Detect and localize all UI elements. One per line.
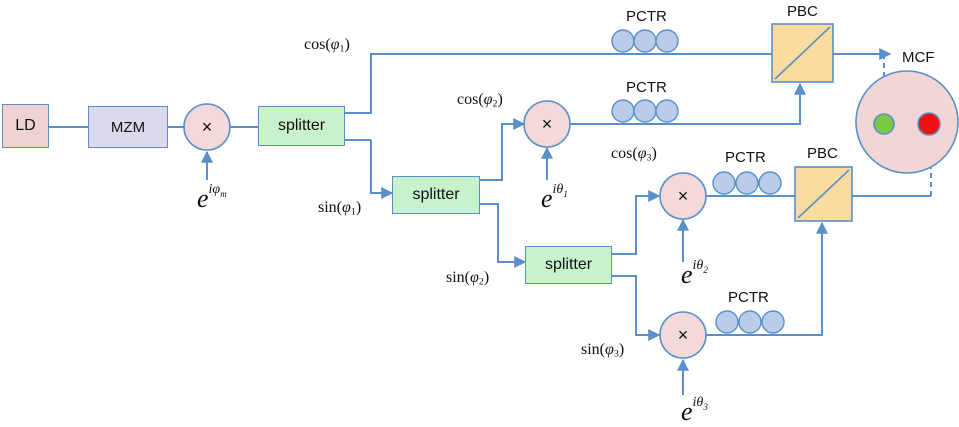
- fn-text: sin(: [581, 341, 605, 358]
- sub-text: 3: [613, 348, 619, 360]
- label-exp-theta3: eiθ3: [681, 396, 708, 426]
- mzm-block: MZM: [88, 106, 168, 148]
- sub-text: 1: [339, 43, 345, 55]
- fn-text: cos(: [304, 36, 331, 53]
- multiplier-symbol: ×: [677, 185, 689, 206]
- exp-power: iφ: [208, 182, 221, 197]
- wire-sin-phi3: [612, 275, 661, 341]
- label-exp-theta1: eiθ1: [541, 183, 568, 213]
- exp-base: e: [541, 184, 553, 213]
- multiplier-symbol: ×: [201, 116, 213, 137]
- exp-base: e: [681, 260, 693, 289]
- var-text: φ: [605, 341, 614, 358]
- label-cos-phi1: cos(φ1): [304, 37, 350, 54]
- var-text: φ: [470, 269, 479, 286]
- exp-base: e: [197, 184, 209, 213]
- multiplier-4: [659, 311, 707, 359]
- mcf-core-green: [873, 113, 895, 135]
- pctr-label: PCTR: [626, 79, 667, 96]
- label-sin-phi1: sin(φ1): [318, 200, 361, 217]
- close-paren: ): [618, 341, 625, 358]
- exp-sub: m: [220, 188, 227, 199]
- splitter-label: splitter: [412, 186, 460, 203]
- pctr-label: PCTR: [626, 8, 667, 25]
- close-paren: ): [483, 269, 490, 286]
- ld-block: LD: [2, 104, 49, 148]
- fn-text: sin(: [446, 269, 470, 286]
- pbc-cube-2: [794, 166, 853, 222]
- multiplier-1: [183, 103, 231, 151]
- mcf-core-red: [917, 112, 941, 136]
- label-cos-phi2: cos(φ2): [457, 92, 503, 109]
- fn-text: sin(: [318, 199, 342, 216]
- pbc-label: PBC: [807, 145, 838, 162]
- close-paren: ): [497, 91, 503, 108]
- splitter-label: splitter: [544, 256, 593, 273]
- pbc-label: PBC: [787, 3, 818, 20]
- multiplier-3: [659, 172, 707, 220]
- sub-text: 2: [478, 276, 484, 288]
- mcf-fiber: [855, 70, 959, 174]
- ld-label: LD: [15, 117, 36, 134]
- pctr-coils-2: [611, 99, 679, 123]
- exp-sub: 1: [563, 188, 568, 199]
- sub-text: 1: [350, 206, 356, 218]
- fn-text: cos(: [457, 91, 484, 108]
- close-paren: ): [344, 36, 350, 53]
- fn-text: cos(: [611, 145, 638, 162]
- wire-cos-phi2: [480, 118, 526, 181]
- exp-power: iθ: [692, 395, 704, 410]
- label-cos-phi3: cos(φ3): [611, 146, 657, 163]
- label-exp-theta2: eiθ2: [681, 259, 708, 289]
- splitter-block-2: splitter: [392, 176, 480, 214]
- var-text: φ: [330, 36, 340, 53]
- wire-sin-phi1: [370, 140, 394, 199]
- wire-mult4-pbc2: [706, 221, 828, 336]
- splitter-block-1: splitter: [258, 106, 345, 146]
- wire-cos-phi1: [345, 53, 395, 114]
- pctr-coils-1: [611, 29, 679, 53]
- label-sin-phi3: sin(φ3): [581, 342, 624, 359]
- exp-power: iθ: [692, 258, 704, 273]
- pctr-label: PCTR: [725, 149, 766, 166]
- wire-cos-phi3: [612, 190, 661, 255]
- multiplier-symbol: ×: [677, 324, 689, 345]
- label-sin-phi2: sin(φ2): [446, 270, 489, 287]
- exp-sub: 2: [703, 264, 708, 275]
- sub-text: 2: [492, 98, 498, 110]
- wire-mult2-pbc1: [570, 82, 806, 125]
- close-paren: ): [355, 199, 362, 216]
- var-text: φ: [483, 91, 493, 108]
- multiplier-symbol: ×: [541, 113, 553, 134]
- multiplier-2: [523, 100, 571, 148]
- close-paren: ): [651, 145, 657, 162]
- mzm-label: MZM: [110, 118, 146, 136]
- pctr-coils-4: [715, 310, 785, 334]
- pctr-coils-3: [712, 171, 782, 195]
- pbc-cube-1: [771, 23, 834, 83]
- var-text: φ: [342, 199, 351, 216]
- wire-sin-phi2: [480, 203, 527, 268]
- exp-sub: 3: [703, 401, 708, 412]
- var-text: φ: [637, 145, 647, 162]
- mcf-label: MCF: [902, 49, 935, 66]
- splitter-block-3: splitter: [525, 246, 612, 284]
- sub-text: 3: [646, 152, 652, 164]
- splitter-label: splitter: [277, 117, 326, 134]
- exp-base: e: [681, 397, 693, 426]
- label-exp-phi-m: eiφm: [197, 183, 227, 213]
- pctr-label: PCTR: [728, 289, 769, 306]
- exp-power: iθ: [552, 182, 564, 197]
